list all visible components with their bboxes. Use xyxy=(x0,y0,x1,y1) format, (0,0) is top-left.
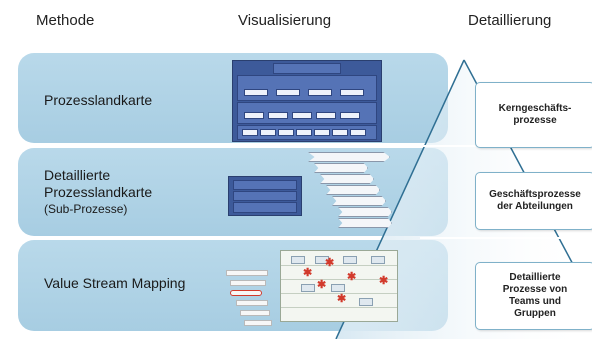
map-cell xyxy=(350,129,366,136)
map-cell xyxy=(260,129,276,136)
map-cell xyxy=(278,129,294,136)
map-row-business xyxy=(237,75,377,101)
vsm-block xyxy=(315,256,329,264)
map-cell xyxy=(308,89,332,96)
process-map-thumbnail xyxy=(232,60,382,142)
label-line: Prozesslandkarte xyxy=(44,92,153,108)
map-row xyxy=(233,191,297,201)
map-row-supply xyxy=(237,102,377,124)
detail-box-detaillierte-prozesse: Detaillierte Prozesse von Teams und Grup… xyxy=(475,262,592,330)
label-value-stream-mapping: Value Stream Mapping xyxy=(44,275,185,292)
header-visualisierung: Visualisierung xyxy=(238,12,332,29)
detail-box-kerngeschaeftsprozesse: Kerngeschäfts- prozesse xyxy=(475,82,592,148)
step-shape xyxy=(338,207,392,217)
detail-line: Gruppen xyxy=(514,308,556,319)
map-cell xyxy=(316,112,336,119)
vsm-lane xyxy=(281,307,397,308)
step-shape xyxy=(320,174,374,184)
vsm-block xyxy=(343,256,357,264)
label-line: Value Stream Mapping xyxy=(44,275,186,291)
map-cell xyxy=(242,129,258,136)
detail-line: Geschäftsprozesse xyxy=(489,189,581,200)
map-cell xyxy=(268,112,288,119)
list-item xyxy=(236,300,268,306)
map-cell xyxy=(296,129,312,136)
pain-point-marker-icon: ✱ xyxy=(325,257,335,269)
map-cell xyxy=(340,112,360,119)
detail-line: Prozesse von xyxy=(502,284,568,295)
sub-process-steps xyxy=(300,150,395,235)
label-detaillierte-prozesslandkarte: Detaillierte Prozesslandkarte (Sub-Proze… xyxy=(44,167,152,218)
detail-box-geschaeftsprozesse-abteilungen: Geschäftsprozesse der Abteilungen xyxy=(475,172,592,230)
label-line: Prozesslandkarte xyxy=(44,184,153,200)
map-cell xyxy=(244,112,264,119)
map-cell xyxy=(276,89,300,96)
map-row-management xyxy=(273,63,341,74)
map-row xyxy=(233,202,297,213)
pain-point-marker-icon: ✱ xyxy=(337,293,347,305)
pain-point-marker-icon: ✱ xyxy=(303,267,313,279)
vsm-lane xyxy=(281,279,397,280)
detail-line: Teams und xyxy=(508,296,562,307)
vsm-lane xyxy=(281,265,397,266)
map-cell xyxy=(340,89,364,96)
step-shape xyxy=(338,218,392,228)
pain-point-marker-icon: ✱ xyxy=(347,271,357,283)
map-cell xyxy=(314,129,330,136)
step-shape xyxy=(314,163,368,173)
sub-process-map-thumbnail xyxy=(228,176,302,216)
vsm-lane xyxy=(281,293,397,294)
header-methode: Methode xyxy=(36,12,95,29)
step-shape xyxy=(332,196,386,206)
map-cell xyxy=(292,112,312,119)
map-cell xyxy=(244,89,268,96)
detail-line: Kerngeschäfts- xyxy=(498,103,572,114)
vsm-block xyxy=(301,284,315,292)
pain-point-marker-icon: ✱ xyxy=(317,279,327,291)
list-item xyxy=(240,310,270,316)
map-row-support xyxy=(237,125,377,140)
list-item xyxy=(226,270,268,276)
header-detaillierung: Detaillierung xyxy=(468,12,552,29)
map-row xyxy=(233,180,297,190)
vsm-block xyxy=(359,298,373,306)
list-item xyxy=(230,280,266,286)
list-item xyxy=(244,320,272,326)
label-line: Detaillierte xyxy=(44,167,111,183)
detail-line: Detaillierte xyxy=(509,272,561,283)
map-cell xyxy=(332,129,348,136)
detail-line: prozesse xyxy=(513,115,557,126)
step-shape xyxy=(326,185,380,195)
value-stream-map-thumbnail: ✱ ✱ ✱ ✱ ✱ ✱ xyxy=(280,250,398,322)
vsm-block xyxy=(331,284,345,292)
vsm-block xyxy=(371,256,385,264)
vsm-step-list xyxy=(226,268,276,330)
vsm-block xyxy=(291,256,305,264)
label-subline: (Sub-Prozesse) xyxy=(44,202,128,216)
pain-point-marker-icon: ✱ xyxy=(379,275,389,287)
step-shape xyxy=(308,152,390,162)
detail-line: der Abteilungen xyxy=(497,201,573,212)
list-item-highlighted xyxy=(230,290,262,296)
label-prozesslandkarte: Prozesslandkarte xyxy=(44,92,152,109)
